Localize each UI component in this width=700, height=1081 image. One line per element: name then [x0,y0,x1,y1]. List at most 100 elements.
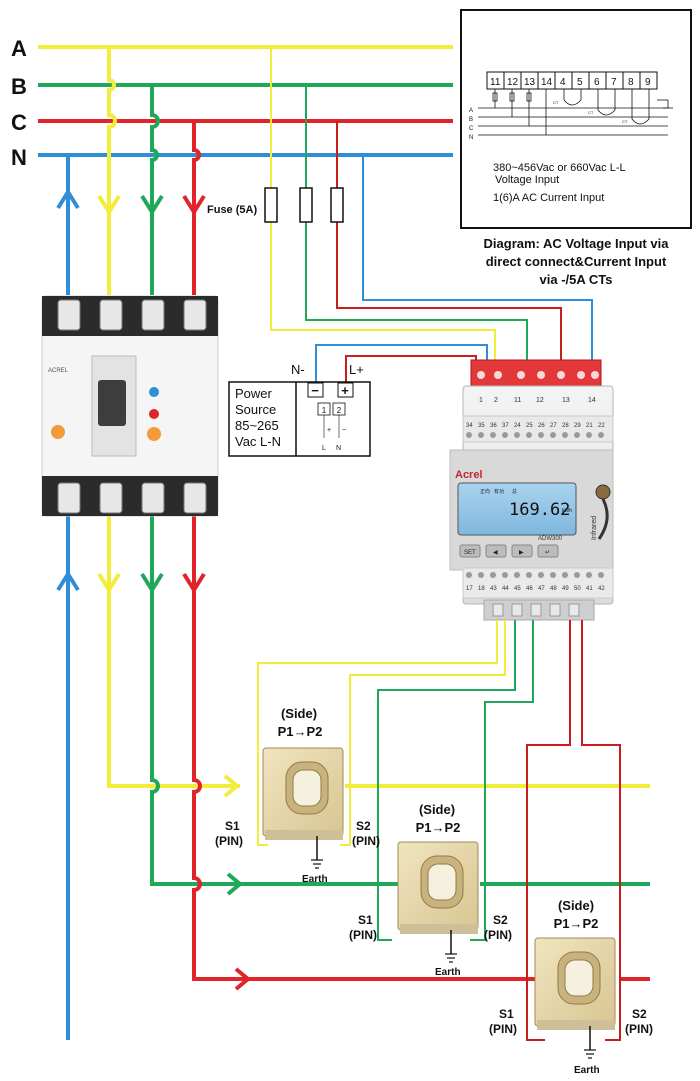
ct3-side-label: (Side) [558,898,594,913]
ct1-s2-label: S2 [356,819,371,833]
ct2-side-label: (Side) [419,802,455,817]
meter-top-term-11: 11 [514,397,521,404]
inset-term-12: 12 [507,77,519,88]
inset-ct-1: CT [553,100,559,105]
ps-line-2: Source [235,402,276,417]
ct3-s2-wire [581,620,621,1041]
meter-reading: 169.62 [509,500,570,520]
inset-ct-2: CT [588,110,594,115]
meter-mid-terminals: 34 35 36 37 24 25 26 27 28 29 21 22 [466,423,605,429]
inset-term-7: 7 [611,77,617,88]
bus-c-label: C [11,110,27,135]
ct-secondary-wires [257,620,621,1041]
fuse-b [299,187,313,223]
ct1-s1-wire [257,620,498,846]
meter-mid-term: 26 [538,423,545,429]
ct3-dir-label: P1→P2 [554,916,599,931]
meter-mid-term: 34 [466,423,473,429]
meter-mid-term: 22 [598,423,605,429]
meter-bottom-term: 50 [574,586,581,592]
inset-term-8: 8 [628,77,634,88]
fuse-label: Fuse (5A) [207,204,257,216]
ps-sym-plus: + [327,427,331,434]
ps-pos-wire [345,355,477,382]
ct3-earth-label: Earth [574,1065,600,1076]
meter-btn-left[interactable] [485,544,507,558]
caption-line-1: Diagram: AC Voltage Input via [484,236,670,251]
bus-labels: A B C N [11,36,27,170]
lcd-small-3: 总 [512,488,517,495]
current-transformer-3: (Side) P1→P2 S1 (PIN) S2 (PIN) Earth [489,898,653,1076]
ct2-earth-label: Earth [435,967,461,978]
meter-bottom-term: 42 [598,586,605,592]
meter-model: ADW300 [538,536,563,542]
out-c-wire [192,512,560,981]
meter-bottom-term: 43 [490,586,497,592]
meter-buttons: SET ◀ ▶ ↵ [459,544,559,558]
inset-rail-c: C [469,126,474,132]
breaker-feed-wires [56,47,206,295]
meter-mid-term: 29 [574,423,581,429]
meter-bottom-term: 44 [502,586,509,592]
meter-bottom-term: 17 [466,586,473,592]
ps-neg-label: N- [291,362,305,377]
inset-voltage-text-1: 380~456Vac or 660Vac L-L [493,162,626,174]
meter-btn-set-label: SET [464,550,476,556]
meter-btn-left-label: ◀ [493,550,498,556]
meter-top-term-13: 13 [562,397,570,404]
meter-mid-term: 36 [490,423,497,429]
meter-top-term-12: 12 [536,397,544,404]
inset-terminal-strip: 11 12 13 14 4 5 6 7 8 9 [486,71,658,90]
meter-mid-term: 25 [526,423,533,429]
meter-btn-right-label: ▶ [519,550,524,556]
meter-btn-enter[interactable] [537,544,559,558]
meter-bottom-terminals: 17 18 43 44 45 46 47 48 49 50 41 42 [466,586,605,592]
meter-top-term-14: 14 [588,397,596,404]
ct1-earth-label: Earth [302,874,328,885]
ps-sym-minus: − [342,427,346,434]
feed-b-wire [150,85,160,295]
ct2-s2-wire [470,620,534,941]
volt-c-wire [336,121,562,360]
ct3-s2-pin: (PIN) [625,1022,653,1036]
out-a-wire [107,512,240,788]
inset-term-4: 4 [560,77,566,88]
energy-meter: 1 2 11 12 13 14 34 35 36 37 24 25 26 27 … [449,359,614,621]
antenna-icon [595,484,611,500]
ct1-s2-pin: (PIN) [352,834,380,848]
inset-term-9: 9 [645,77,651,88]
meter-lcd [457,482,577,536]
current-transformer-1: (Side) P1→P2 S1 (PIN) S2 (PIN) Earth [215,706,380,885]
meter-mid-term: 37 [502,423,509,429]
ct2-s1-pin: (PIN) [349,928,377,942]
ct3-s1-pin: (PIN) [489,1022,517,1036]
ps-neg-symbol: − [311,383,319,398]
ct3-s2-label: S2 [632,1007,647,1021]
meter-btn-set[interactable] [459,544,481,558]
caption-line-3: via -/5A CTs [540,272,613,287]
breaker-handle[interactable] [98,380,126,426]
ps-line-3: 85~265 [235,418,279,433]
meter-btn-right[interactable] [511,544,533,558]
inset-current-text: 1(6)A AC Current Input [493,192,604,204]
breaker-brand: ACREL [48,368,69,374]
inset-voltage-text-2: Voltage Input [495,174,559,186]
meter-bottom-term: 47 [538,586,545,592]
meter-btn-enter-label: ↵ [545,550,550,556]
meter-top-term-1: 1 [479,397,483,404]
bus-lines [38,45,453,157]
fuse-c [330,187,344,223]
meter-top-term-2: 2 [494,397,498,404]
ct1-s1-label: S1 [225,819,240,833]
ct3-s1-wire [526,620,571,1041]
inset-rail-a: A [469,108,473,114]
ps-neg-wire [315,344,488,382]
out-b-wire [150,512,420,886]
ct2-dir-label: P1→P2 [416,820,461,835]
inset-term-5: 5 [577,77,583,88]
ct2-s1-label: S1 [358,913,373,927]
inset-term-11: 11 [490,77,501,88]
fuse-group: Fuse (5A) [207,47,593,360]
bus-n-label: N [11,145,27,170]
bus-b-label: B [11,74,27,99]
